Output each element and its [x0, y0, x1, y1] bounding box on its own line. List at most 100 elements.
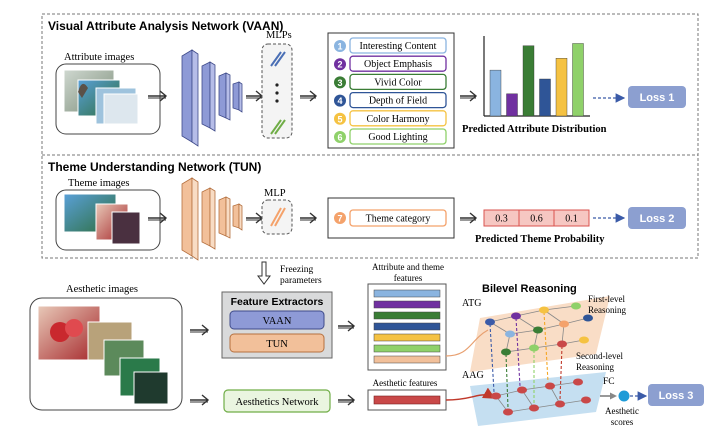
vaan-cnn-icon	[181, 49, 243, 147]
attribute-number-badge	[334, 94, 346, 107]
probability-value: 0.1	[565, 214, 578, 225]
distribution-bar	[522, 45, 535, 117]
attribute-label-box	[349, 128, 447, 145]
feature-bar	[373, 322, 441, 331]
feature-to-aag-curve	[445, 387, 496, 401]
theme-number-badge	[334, 212, 346, 224]
vaan-title: Visual Attribute Analysis Network (VAAN)	[48, 19, 283, 33]
attribute-label-box	[349, 110, 447, 127]
probability-value: 0.6	[530, 214, 543, 225]
attribute-label: Object Emphasis	[364, 59, 432, 70]
bottom-arrow-2	[190, 394, 210, 406]
vaan-input-frame	[55, 63, 161, 135]
distribution-bar	[572, 43, 584, 117]
attr-theme-features-label-2: features	[394, 273, 423, 283]
loss3-box	[648, 384, 704, 406]
attribute-number-badge	[334, 40, 346, 52]
theme-number: 7	[337, 214, 342, 224]
attribute-label-box	[349, 91, 447, 109]
theme-probability-row: 0.3 0.6 0.1	[483, 209, 590, 227]
vaan-extractor-label: VAAN	[263, 316, 292, 327]
attribute-label: Color Harmony	[366, 114, 429, 125]
first-level-label-1: First-level	[588, 294, 625, 304]
freezing-label-1: Freezing	[280, 265, 313, 275]
bilevel-reasoning-title: Bilevel Reasoning	[482, 283, 577, 295]
tun-arrow-4	[460, 212, 478, 224]
attribute-number: 2	[337, 60, 342, 70]
bottom-arrow-4	[338, 394, 356, 406]
tun-cnn-icon	[181, 177, 243, 261]
loss1-label: Loss 1	[640, 92, 675, 104]
distribution-bar	[555, 58, 568, 117]
attribute-label: Vivid Color	[374, 77, 422, 88]
attribute-number-badge	[334, 112, 346, 125]
second-level-label-2: Reasoning	[576, 362, 614, 372]
attribute-distribution-chart	[483, 36, 590, 117]
distribution-bar	[489, 69, 502, 117]
aesthetic-images-thumbnail	[37, 305, 169, 405]
feature-bar	[373, 311, 441, 320]
attribute-number-badge	[334, 76, 346, 89]
fc-label: FC	[603, 377, 615, 387]
vaan-arrow-3	[300, 90, 318, 102]
theme-category-box	[349, 209, 447, 227]
feature-bar	[373, 289, 441, 298]
tun-input-label: Theme images	[68, 178, 130, 189]
second-level-label-1: Second-level	[576, 351, 623, 361]
tun-title: Theme Understanding Network (TUN)	[48, 160, 261, 174]
attribute-item: 2 Object Emphasis	[334, 55, 447, 72]
attribute-number: 4	[337, 96, 342, 106]
loss2-box	[628, 207, 686, 229]
attribute-label: Interesting Content	[360, 41, 437, 52]
vaan-extractor	[229, 310, 325, 330]
attribute-number: 3	[337, 78, 342, 88]
tun-arrow-3	[300, 212, 318, 224]
theme-probability-label: Predicted Theme Probability	[475, 234, 605, 245]
distribution-bar	[506, 93, 518, 117]
attribute-images-thumbnail	[63, 69, 139, 125]
attribute-number: 5	[337, 114, 342, 124]
theme-category-label: Theme category	[366, 214, 431, 225]
feature-bar	[373, 333, 441, 342]
vaan-arrow-1	[148, 90, 168, 102]
feature-extractors-title: Feature Extractors	[231, 296, 324, 308]
aesthetic-scores-label-1: Aesthetic	[605, 406, 639, 416]
aesthetic-scores-label-2: scores	[611, 417, 634, 427]
tun-extractor	[229, 333, 325, 353]
freezing-arrow	[257, 261, 271, 285]
attribute-item: 3 Vivid Color	[334, 73, 447, 91]
vaan-arrow-4	[460, 90, 478, 102]
attribute-item: 5 Color Harmony	[334, 110, 447, 127]
loss1-box	[628, 86, 686, 108]
loss2-label: Loss 2	[640, 213, 675, 225]
tun-mlp-icon	[270, 207, 286, 227]
attribute-label-box	[349, 73, 447, 91]
freezing-label-2: parameters	[280, 276, 322, 286]
tun-arrow-2	[246, 212, 264, 224]
tun-mlp-label: MLP	[264, 188, 286, 199]
vaan-mlp-icons	[270, 51, 286, 135]
attribute-number-badge	[334, 131, 346, 143]
aag-label: AAG	[462, 370, 484, 381]
probability-value: 0.3	[495, 214, 508, 225]
feature-to-atg-curve	[445, 329, 489, 357]
aesthetics-network-box	[223, 389, 331, 413]
top-panel-border	[41, 13, 699, 259]
theme-images-thumbnail	[63, 193, 141, 245]
tun-arrow-1	[148, 212, 168, 224]
attribute-label: Good Lighting	[368, 132, 427, 143]
aesthetic-score-node	[618, 390, 630, 402]
attribute-distribution-label: Predicted Attribute Distribution	[462, 124, 607, 135]
feature-bar	[373, 355, 441, 364]
feature-bar	[373, 300, 441, 309]
attr-theme-feature-bars	[373, 289, 441, 364]
vaan-input-label: Attribute images	[64, 52, 134, 63]
attribute-label-box	[349, 55, 447, 72]
vaan-arrow-2	[246, 90, 264, 102]
